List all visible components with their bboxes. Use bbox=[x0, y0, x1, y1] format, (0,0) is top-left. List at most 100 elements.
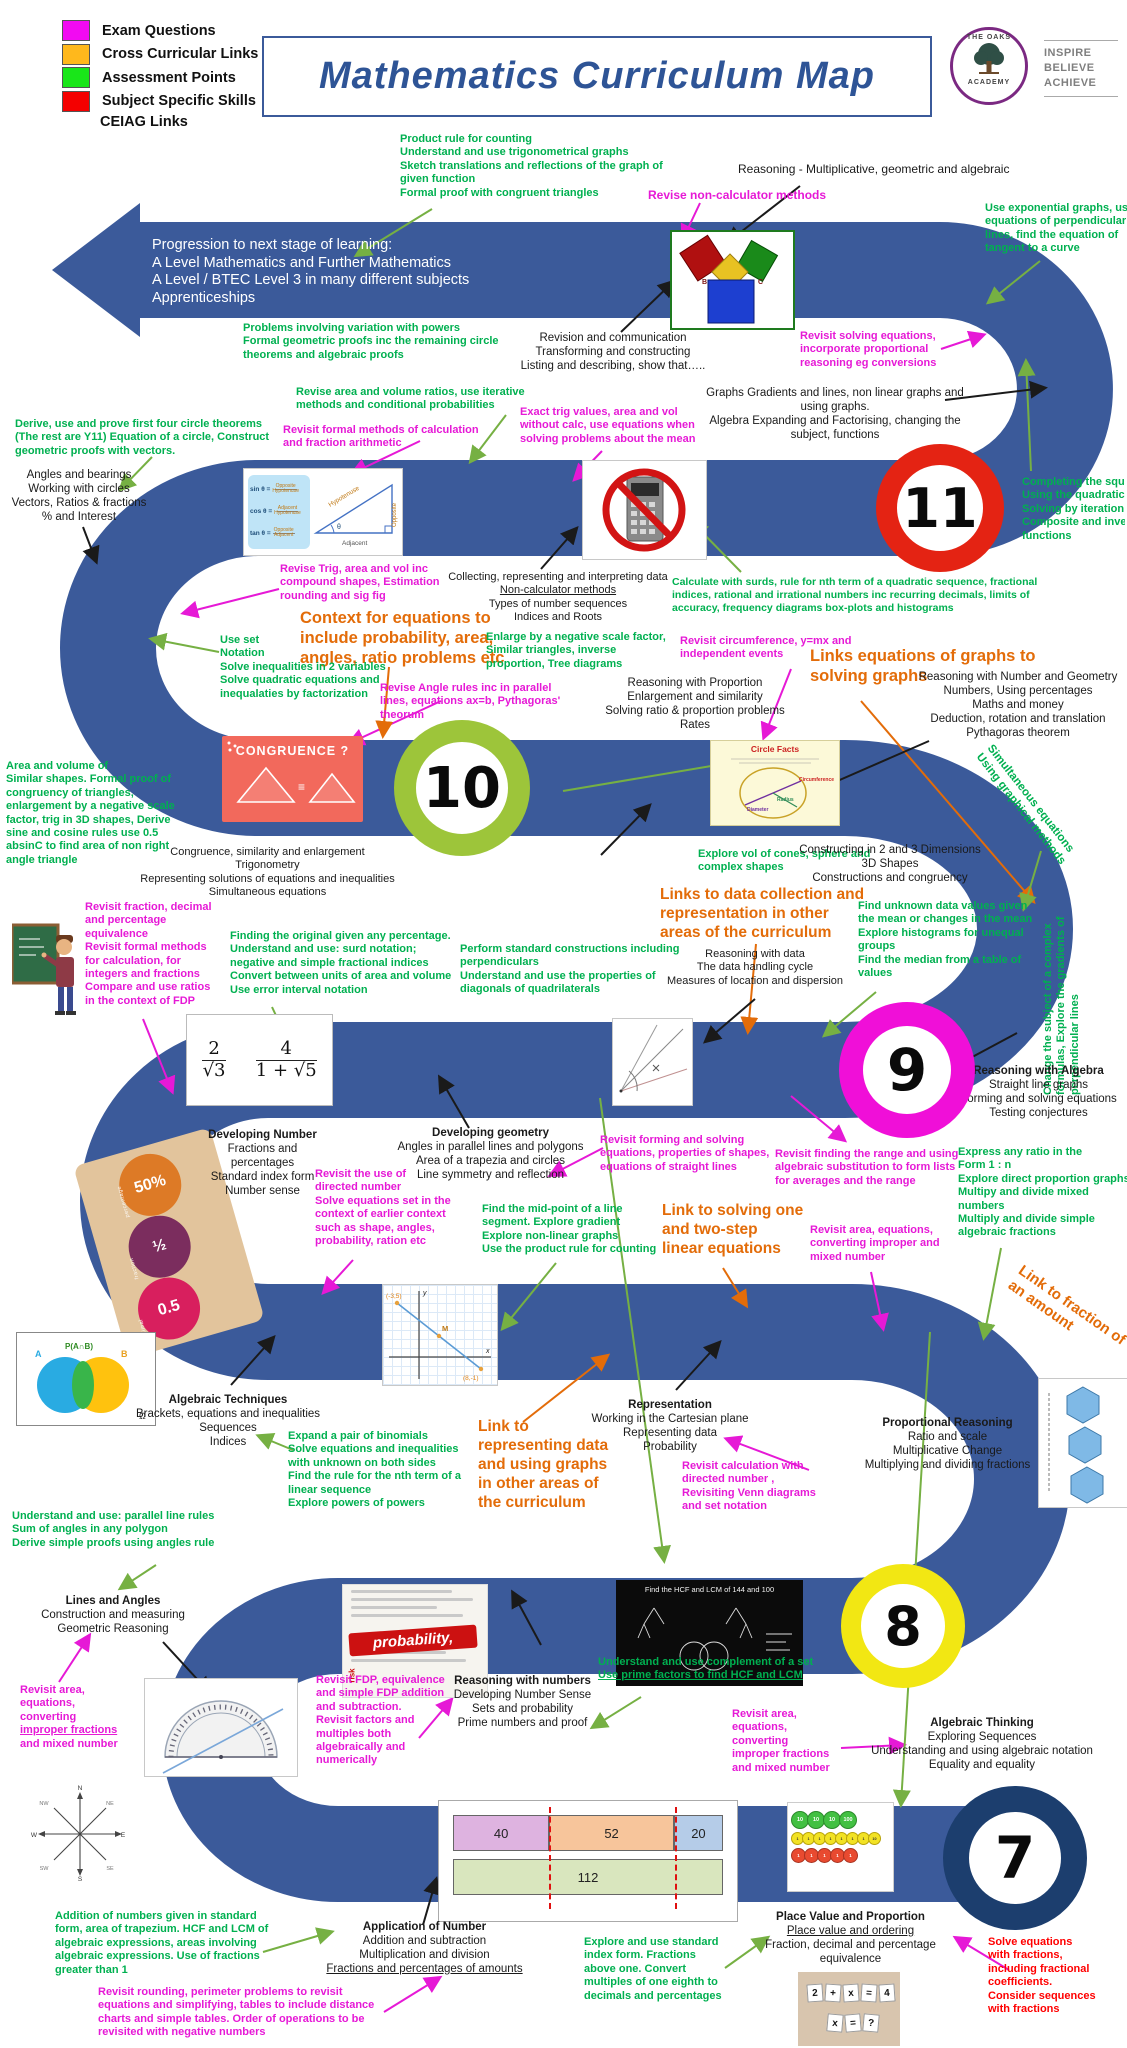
logo-top-text: THE OAKS bbox=[966, 34, 1012, 41]
svg-text:S: S bbox=[78, 1876, 83, 1883]
note-revisit-area-improper-mid: Revisit area, equations,converting impro… bbox=[810, 1224, 940, 1263]
bar-model-total: 112 bbox=[453, 1859, 723, 1895]
legend-label: Subject Specific Skills bbox=[102, 93, 256, 109]
note-enlarge-negative: Enlarge by a negative scale factor,Simil… bbox=[486, 631, 666, 670]
congruence-image: CONGRUENCE ? ≡ bbox=[222, 736, 363, 822]
legend-label: Assessment Points bbox=[102, 69, 236, 86]
no-calculator-image bbox=[582, 460, 707, 560]
counter: 10 bbox=[807, 1811, 825, 1829]
congruence-title: CONGRUENCE ? bbox=[235, 744, 350, 758]
svg-text:E: E bbox=[121, 1832, 126, 1839]
note-calculate-surds: Calculate with surds, rule for nth term … bbox=[672, 576, 1038, 614]
probability-banner: probability, bbox=[348, 1624, 478, 1657]
note-revise-noncalc: Revise non-calculator methods bbox=[648, 188, 827, 202]
midpoint-graph-image: (-3,5) M (8,-1) y x bbox=[382, 1284, 498, 1386]
svg-text:Ω: Ω bbox=[139, 1411, 146, 1421]
note-graphs-gradients: Graphs Gradients and lines, non linear g… bbox=[706, 387, 964, 442]
oak-tree-icon bbox=[974, 43, 1004, 74]
year-badge-7: 7 bbox=[943, 1786, 1087, 1930]
svg-text:NE: NE bbox=[106, 1801, 114, 1807]
legend-swatch bbox=[62, 20, 90, 41]
trig-triangle: θ Hypotenuse Opposite Adjacent bbox=[313, 483, 398, 547]
svg-text:P(A∩B): P(A∩B) bbox=[65, 1342, 93, 1351]
legend-item: Exam Questions bbox=[62, 20, 216, 41]
legend-label: Cross Curricular Links bbox=[102, 46, 259, 62]
legend-item: Assessment Points bbox=[62, 67, 236, 88]
svg-text:Hypotenuse: Hypotenuse bbox=[327, 485, 361, 509]
circle-facts-label: Circumference bbox=[799, 777, 835, 783]
motto-line: INSPIRE bbox=[1044, 47, 1092, 59]
year-badge-9: 9 bbox=[839, 1002, 975, 1138]
svg-text:C: C bbox=[758, 279, 763, 286]
svg-text:Adjacent: Adjacent bbox=[342, 540, 367, 547]
circle-facts-title: Circle Facts bbox=[750, 744, 800, 754]
note-collecting-data: Collecting, representing and interpretin… bbox=[448, 571, 668, 624]
logo-bottom-text: ACADEMY bbox=[967, 79, 1011, 86]
svg-text:W: W bbox=[31, 1832, 38, 1839]
svg-text:(-3,5): (-3,5) bbox=[386, 1293, 402, 1300]
teacher-cartoon-image bbox=[12, 915, 78, 1021]
surd-fraction-1: 2√3 bbox=[202, 1037, 226, 1081]
circle-facts-label: Radius bbox=[777, 797, 794, 803]
note-completing-square: Completing the square,Using the quadrati… bbox=[1022, 476, 1125, 542]
hexagons-image bbox=[1038, 1378, 1127, 1508]
hcf-title: Find the HCF and LCM of 144 and 100 bbox=[644, 1585, 775, 1594]
legend-swatch bbox=[62, 67, 90, 88]
bar-model-cell: 52 bbox=[549, 1815, 674, 1851]
note-revisit-solving-eq: Revisit solving equations,incorporate pr… bbox=[800, 330, 937, 369]
probability-image: probability, risk bbox=[342, 1584, 488, 1698]
pythagoras-image: B C bbox=[670, 230, 795, 330]
hcf-lcm-blackboard-image: Find the HCF and LCM of 144 and 100 bbox=[616, 1580, 803, 1686]
legend-label: CEIAG Links bbox=[100, 114, 188, 130]
svg-text:A: A bbox=[35, 1349, 42, 1359]
legend-item: CEIAG Links bbox=[62, 114, 188, 130]
svg-text:x: x bbox=[485, 1348, 490, 1355]
equation-tiles-image: 2+x=4 x=? bbox=[798, 1972, 900, 2046]
note-reasoning-mga: Reasoning - Multiplicative, geometric an… bbox=[738, 162, 1010, 176]
svg-text:SW: SW bbox=[40, 1866, 50, 1872]
protractor-image bbox=[144, 1678, 298, 1777]
svg-text:N: N bbox=[78, 1785, 83, 1792]
svg-text:≡: ≡ bbox=[298, 780, 305, 794]
school-logo: THE OAKS ACADEMY bbox=[950, 27, 1028, 105]
legend-swatch bbox=[62, 90, 90, 112]
